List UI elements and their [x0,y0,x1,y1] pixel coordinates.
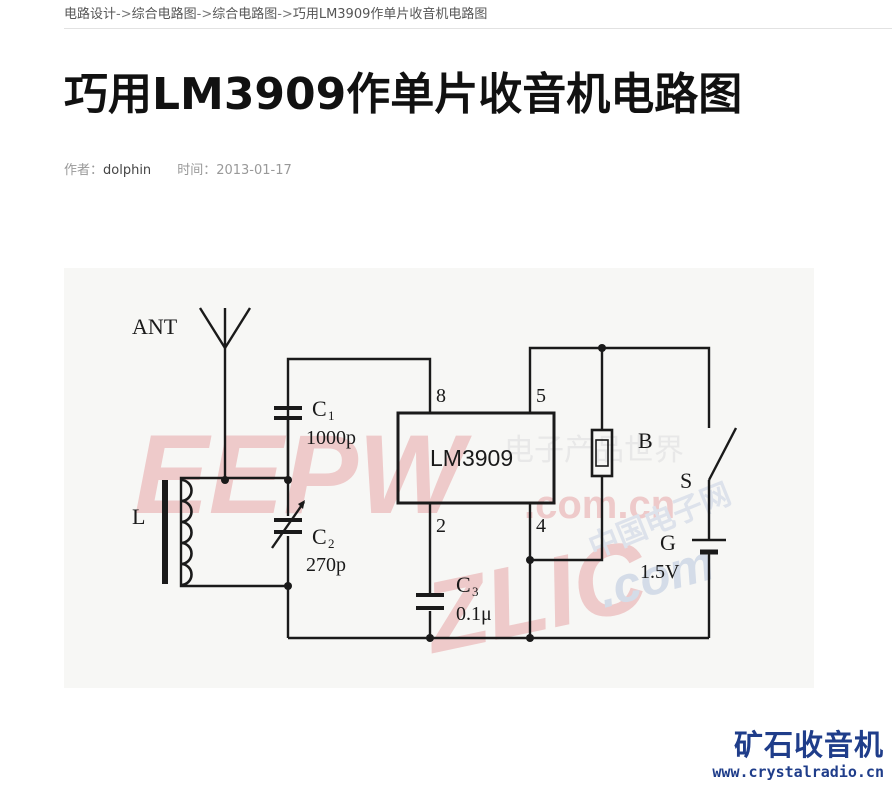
brand-url[interactable]: www.crystalradio.cn [712,763,884,781]
label-pin2: 2 [436,515,446,537]
capacitor-c3 [416,593,444,610]
label-l: L [132,504,145,529]
label-g: G [660,530,676,555]
label-c3-sub: 3 [472,584,479,599]
label-s: S [680,468,692,493]
breadcrumb-item-comprehensive-1[interactable]: 综合电路图 [131,7,197,22]
label-pin8: 8 [436,385,446,407]
speaker-b [590,428,614,478]
capacitor-c2 [274,518,302,534]
label-c1: C [312,396,327,421]
label-ant: ANT [132,314,178,339]
breadcrumb-item-comprehensive-2[interactable]: 综合电路图 [212,7,278,22]
schematic-labels: ANT L C 1 1000p C 2 270p C 3 0.1μ LM3909… [132,314,692,625]
time-label: 时间： [177,163,217,178]
page-title: 巧用LM3909作单片收音机电路图 [64,69,743,120]
junction-dots [221,344,606,642]
label-ic: LM3909 [430,445,513,471]
inductor-coil [162,478,193,587]
label-c2-value: 270p [306,554,346,576]
watermark-eepw: EEPW [134,412,472,537]
author-label: 作者： [64,163,104,178]
label-c1-sub: 1 [328,408,335,423]
brand-logo: 矿石收音机 www.crystalradio.cn [712,728,884,782]
label-pin4: 4 [536,515,546,537]
author-name[interactable]: dolphin [103,163,152,178]
watermark: EEPW ZLIC .com.cn .com 中国电子网 电子产品世界 [134,412,736,675]
circuit-schematic: EEPW ZLIC .com.cn .com 中国电子网 电子产品世界 [132,307,738,675]
label-c2-sub: 2 [328,536,335,551]
label-c3-value: 0.1μ [456,603,492,625]
circuit-diagram-image: EEPW ZLIC .com.cn .com 中国电子网 电子产品世界 [64,268,814,688]
watermark-com-cn: .com.cn [524,483,675,527]
article-meta: 作者：dolphin 时间：2013-01-17 [64,159,292,178]
watermark-world: 电子产品世界 [504,433,684,468]
label-pin5: 5 [536,385,546,407]
label-c2: C [312,524,327,549]
breadcrumb-separator: -> [196,7,213,22]
breadcrumb-separator: -> [116,7,132,22]
ic-lm3909-box [396,411,556,505]
label-battery: 1.5V [640,561,680,583]
breadcrumb-item-current[interactable]: 巧用LM3909作单片收音机电路图 [292,7,488,22]
switch-s [707,427,738,481]
publish-date: 2013-01-17 [216,163,292,178]
label-c1-value: 1000p [306,427,356,449]
breadcrumb: 电路设计->综合电路图->综合电路图->巧用LM3909作单片收音机电路图 [64,6,892,29]
brand-name: 矿石收音机 [733,728,884,762]
breadcrumb-separator: -> [277,7,293,22]
label-c3: C [456,572,471,597]
breadcrumb-item-circuit-design[interactable]: 电路设计 [64,7,117,22]
label-b: B [638,428,653,453]
